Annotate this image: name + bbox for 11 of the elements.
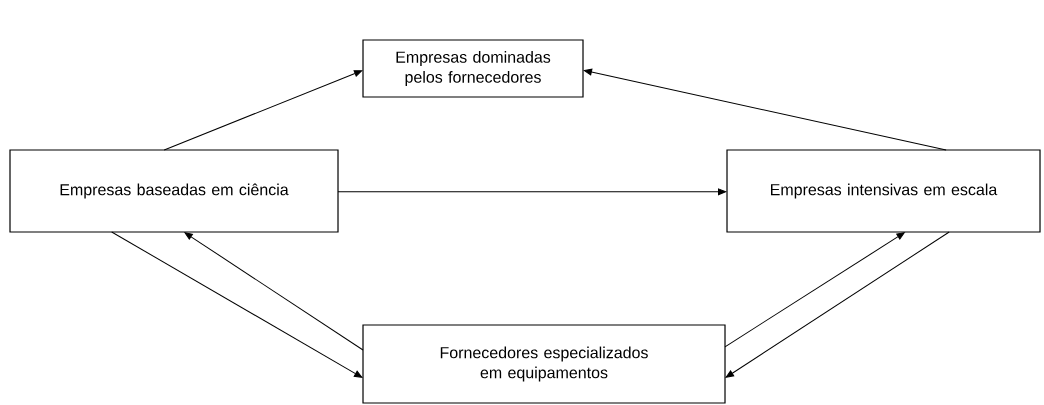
arrow <box>583 68 947 151</box>
process-box: Fornecedores especializados em equipamentos <box>362 324 726 404</box>
arrow <box>184 232 364 351</box>
process-box: Empresas intensivas em escala <box>726 149 1041 233</box>
arrow <box>111 231 363 378</box>
arrow <box>337 188 727 196</box>
arrow <box>725 231 950 378</box>
arrow <box>163 70 363 151</box>
process-box: Empresas dominadas pelos fornecedores <box>362 39 584 98</box>
process-box: Empresas baseadas em ciência <box>9 149 339 233</box>
arrow <box>724 232 905 348</box>
